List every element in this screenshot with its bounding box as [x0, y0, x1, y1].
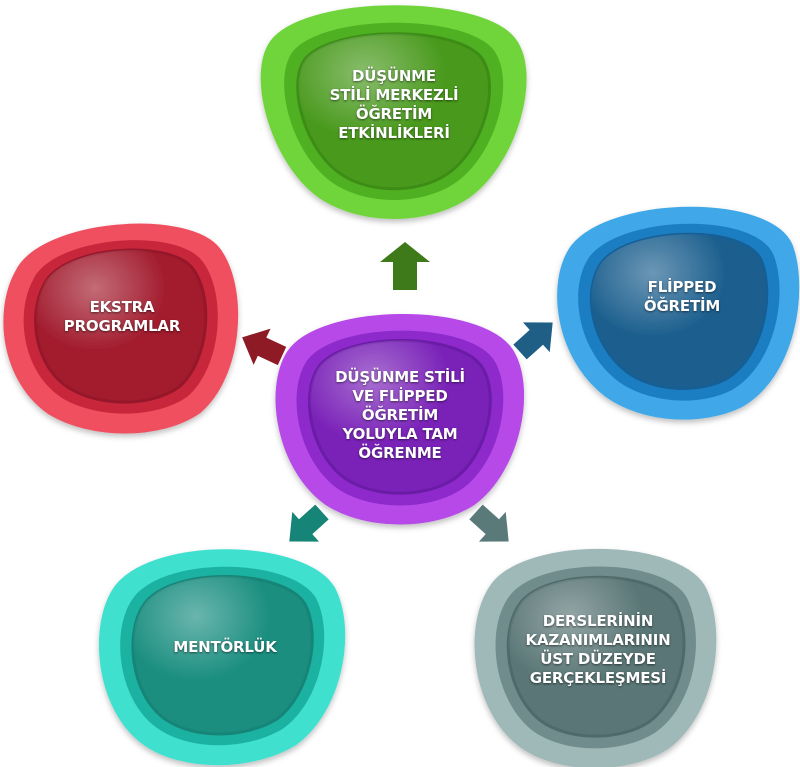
- center-node-shape: [275, 314, 525, 525]
- node-left-shape: [3, 223, 239, 434]
- arrow-to-left: [242, 328, 287, 366]
- node-bottom-right-shape: [474, 548, 717, 767]
- arrow-to-top: [380, 242, 430, 290]
- node-right-shape: [557, 206, 800, 420]
- node-bottom-left-shape: [98, 549, 346, 766]
- arrow-to-bottom-right: [469, 504, 509, 542]
- arrow-to-right: [513, 322, 553, 360]
- node-top-shape: [260, 5, 527, 219]
- arrow-to-bottom-left: [289, 504, 329, 542]
